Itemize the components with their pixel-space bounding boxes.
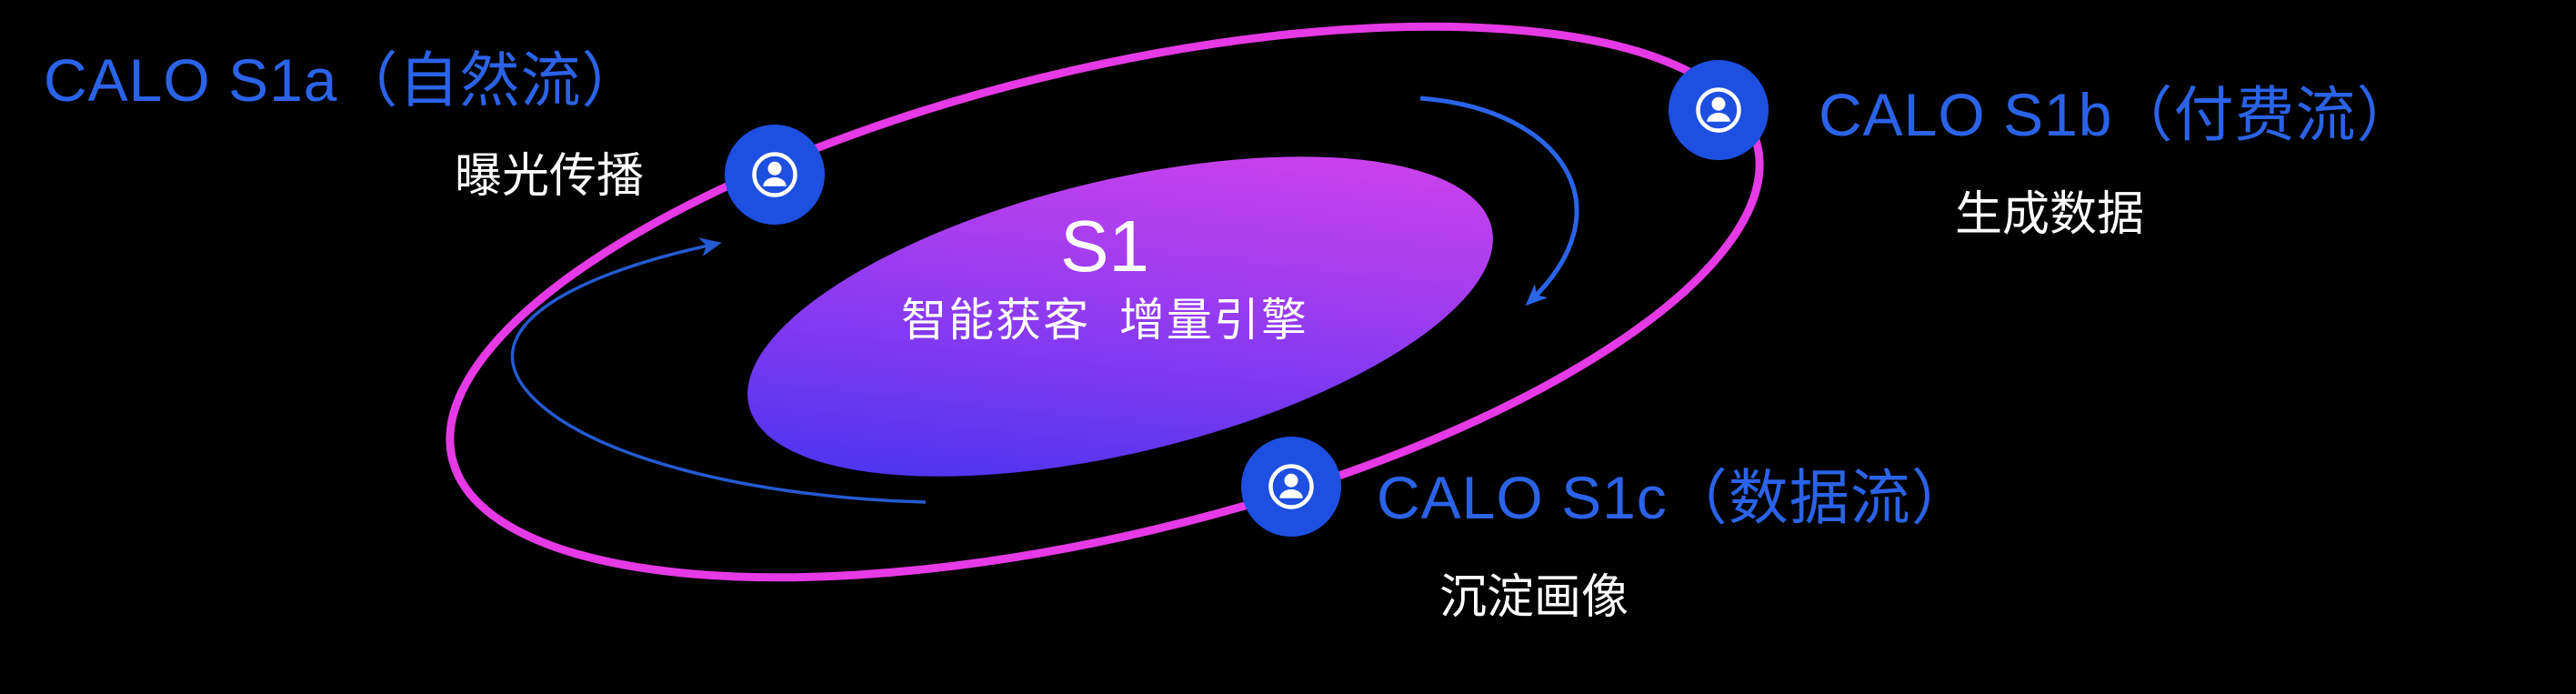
label-s1b: CALO S1b（付费流） [1819,81,2418,148]
label-s1a: CALO S1a（自然流） [44,46,643,114]
node-s1b [1669,60,1769,160]
node-s1a [725,125,825,225]
orbit-ring [446,22,1764,582]
user-icon [1268,464,1314,509]
user-icon [752,152,797,197]
core-ellipse [747,156,1493,477]
core-subtitle: 智能获客 增量引擎 [901,295,1308,346]
user-icon [1696,87,1741,133]
flow-arrow-right [1419,96,1579,307]
flow-arrow-left [510,237,927,504]
sublabel-s1c: 沉淀画像 [1439,571,1629,624]
core-title: S1 [1060,206,1149,287]
label-s1c: CALO S1c（数据流） [1377,464,1972,531]
sublabel-s1a: 曝光传播 [455,150,645,203]
node-s1c [1241,437,1341,537]
sublabel-s1b: 生成数据 [1955,188,2145,241]
